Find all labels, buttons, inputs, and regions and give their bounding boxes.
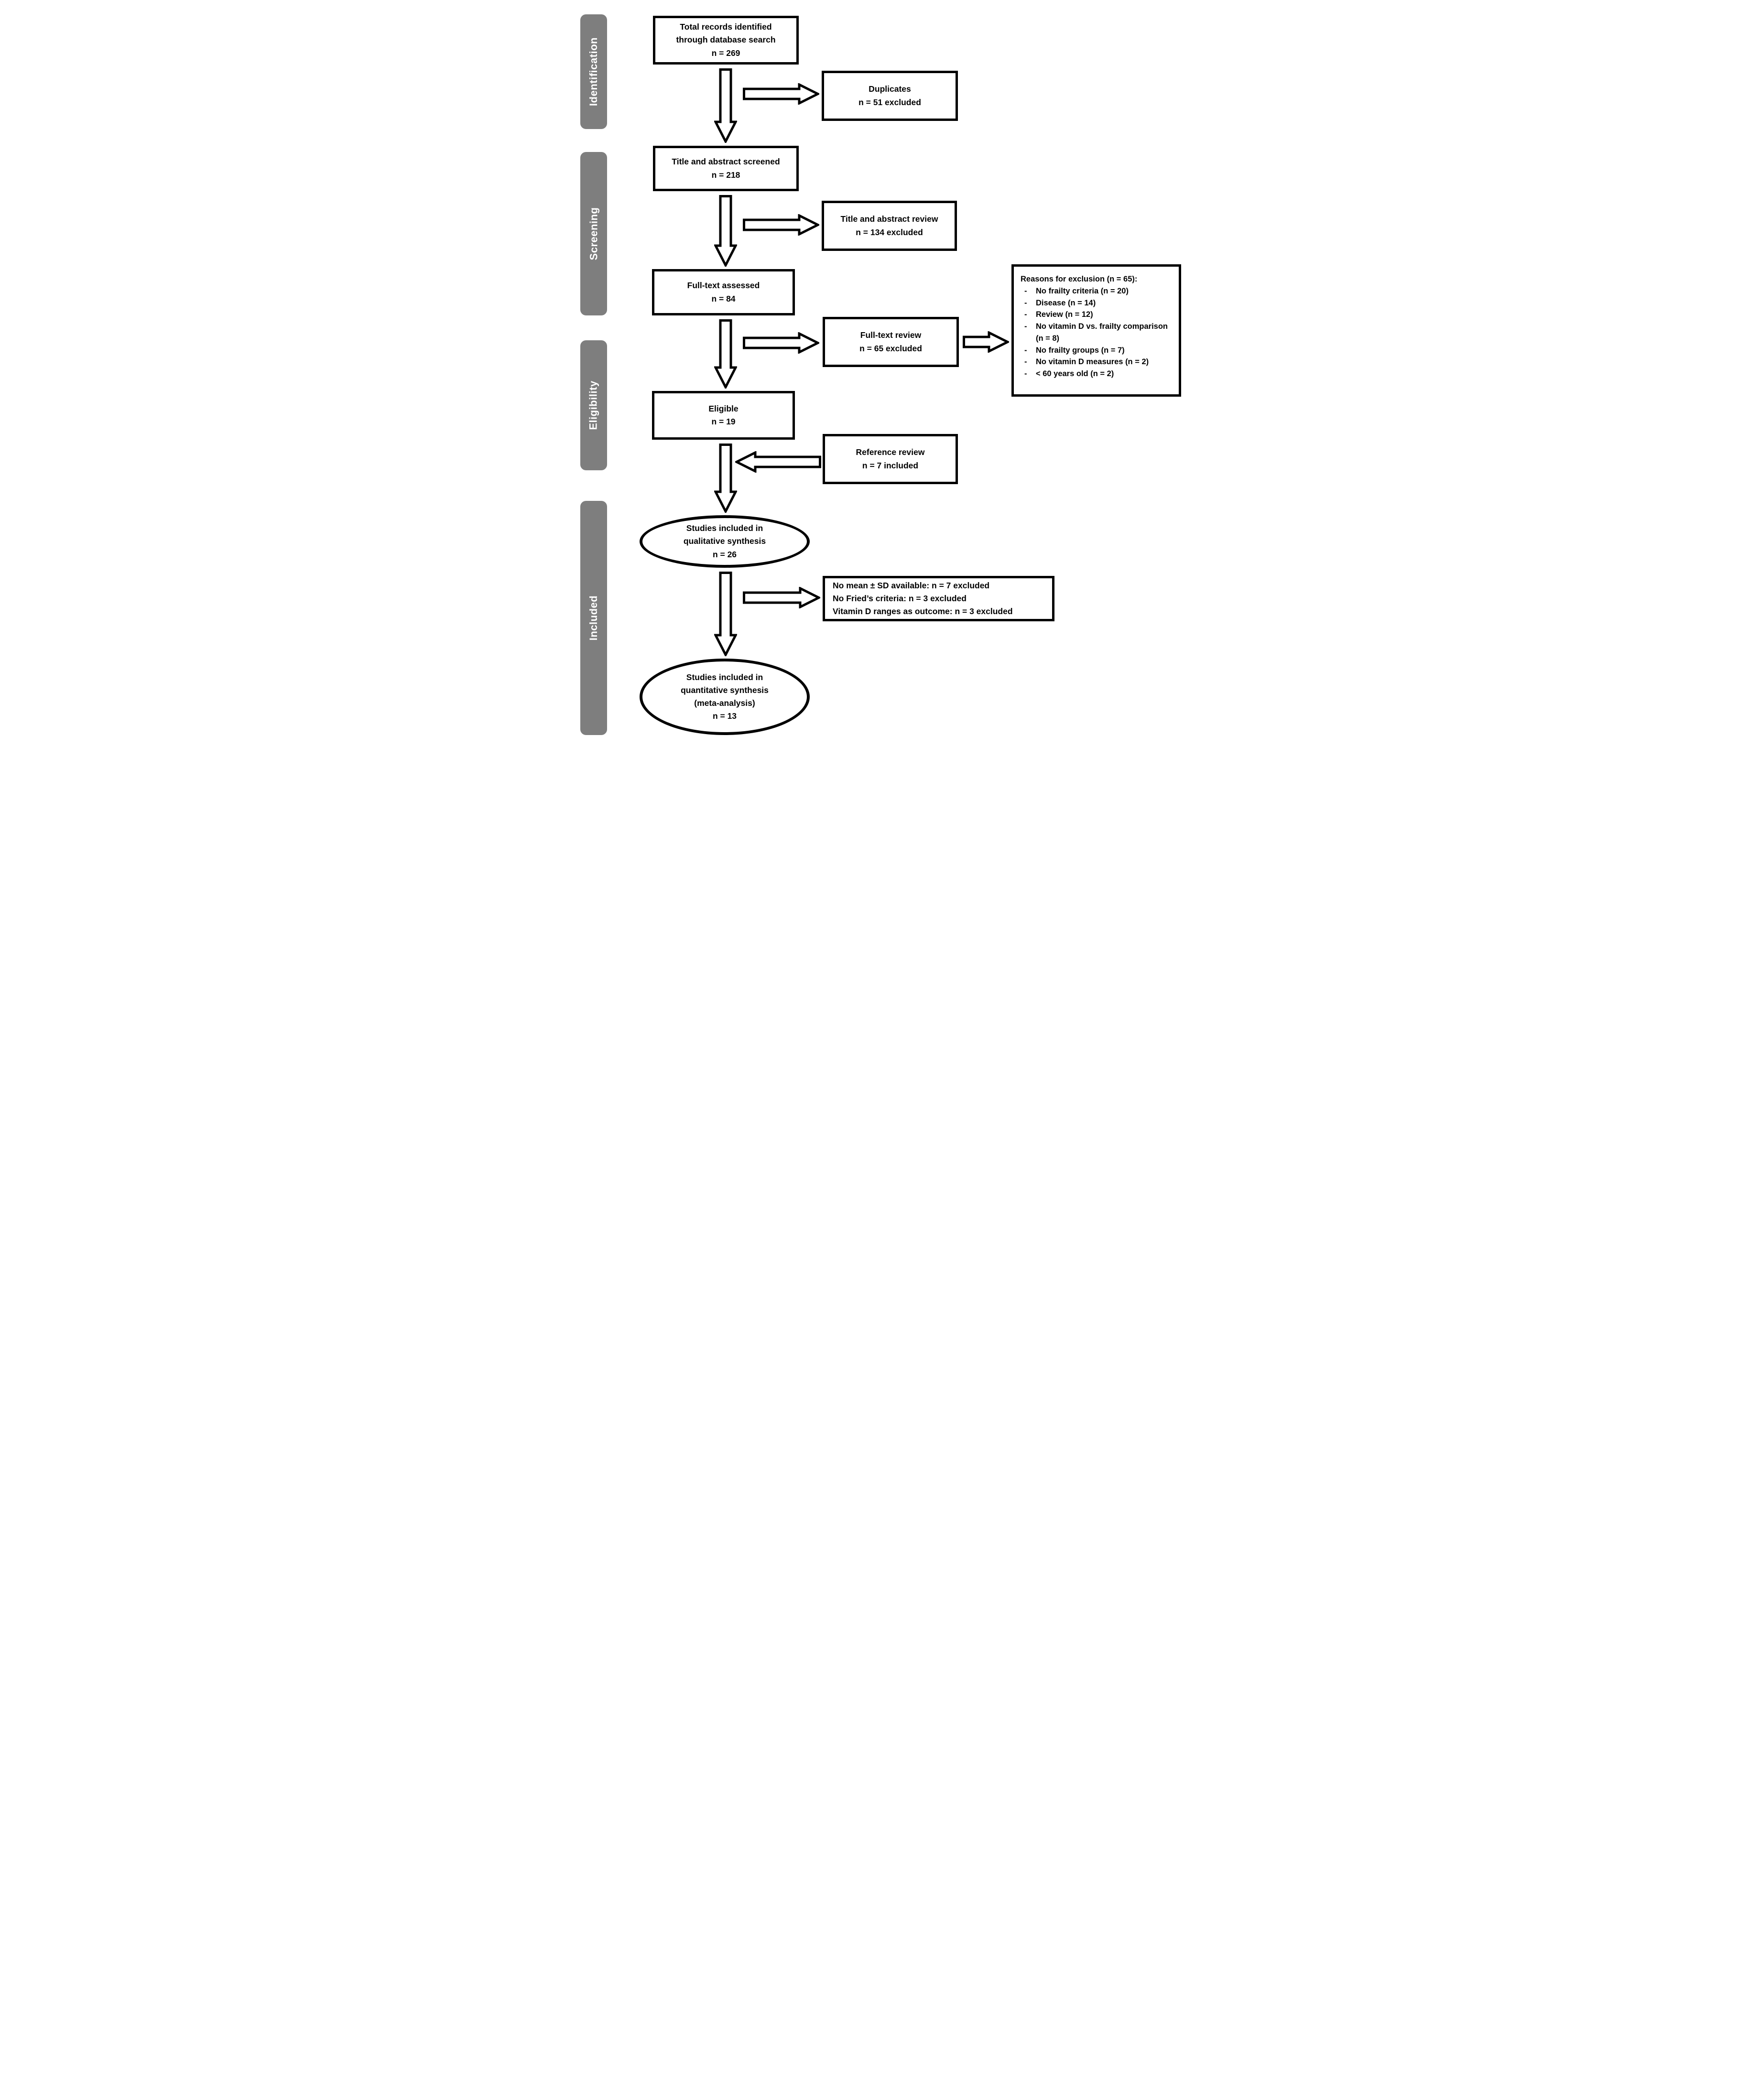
box-fulltext-review: Full-text review n = 65 excluded [823,317,959,367]
arrow-right-to-exclusion-reasons [963,331,1009,353]
list-marker: - [1024,310,1027,319]
ellipse-qualitative-synthesis: Studies included in qualitative synthesi… [640,515,810,568]
list-item-text: No frailty criteria (n = 20) [1036,286,1129,295]
box-line: n = 65 excluded [859,343,922,353]
stage-identification: Identification [580,14,607,129]
box-line: n = 84 [711,293,736,303]
stage-eligibility: Eligibility [580,340,607,470]
list-item: - No vitamin D measures (n = 2) [1021,356,1149,368]
list-marker: - [1024,286,1027,295]
arrow-right-to-fulltext-review [743,332,819,354]
box-line: Vitamin D ranges as outcome: n = 3 exclu… [833,606,1013,617]
stage-label: Screening [587,207,599,260]
box-line: through database search [676,35,776,45]
box-duplicates: Duplicates n = 51 excluded [822,71,958,121]
box-fulltext-assessed: Full-text assessed n = 84 [652,269,795,315]
box-line: Studies included in [686,523,763,533]
arrow-right-to-title-abstract-review [743,214,819,236]
stage-label: Identification [587,37,600,106]
box-title-abstract-review: Title and abstract review n = 134 exclud… [822,201,957,251]
arrow-down-identification-to-screening [714,68,737,143]
arrow-right-to-duplicates [743,83,819,105]
box-line: No Fried’s criteria: n = 3 excluded [833,593,967,603]
box-line: n = 19 [711,417,736,426]
box-line: (meta-analysis) [694,698,755,708]
box-line: n = 51 excluded [858,97,921,107]
exclusion-reasons-title: Reasons for exclusion (n = 65): [1021,275,1138,283]
stage-included: Included [580,501,607,735]
list-item-text: Disease (n = 14) [1036,298,1096,307]
list-item: - No frailty groups (n = 7) [1021,345,1125,357]
list-item-text: Review (n = 12) [1036,310,1093,319]
box-total-records: Total records identified through databas… [653,16,799,65]
list-item: - No frailty criteria (n = 20) [1021,285,1129,297]
list-item-text: No vitamin D vs. frailty comparison (n =… [1036,322,1168,343]
box-eligible: Eligible n = 19 [652,391,795,440]
box-line: Full-text assessed [687,281,760,291]
list-item: - Disease (n = 14) [1021,297,1096,309]
box-line: n = 218 [711,170,740,180]
box-line: Eligible [708,403,739,413]
list-item: - No vitamin D vs. frailty comparison (n… [1021,321,1172,345]
list-item-text: No frailty groups (n = 7) [1036,346,1125,355]
box-line: Title and abstract review [840,214,938,224]
box-line: qualitative synthesis [683,536,766,546]
list-marker: - [1024,346,1027,355]
box-line: No mean ± SD available: n = 7 excluded [833,580,990,590]
stage-screening: Screening [580,152,607,315]
arrow-down-eligible-to-qualitative [714,444,737,513]
arrow-down-screened-to-fulltext [714,195,737,267]
stage-label: Included [587,595,600,641]
arrow-right-to-quantitative-exclusions [743,587,820,608]
list-marker: - [1024,298,1027,307]
box-line: Title and abstract screened [672,157,780,167]
box-reference-review: Reference review n = 7 included [823,434,958,484]
prisma-flow-diagram: Identification Screening Eligibility Inc… [567,0,1193,747]
box-line: Total records identified [680,22,772,32]
box-title-abstract-screened: Title and abstract screened n = 218 [653,146,799,191]
box-exclusion-reasons: Reasons for exclusion (n = 65): - No fra… [1011,264,1181,397]
box-line: n = 13 [712,711,737,721]
box-line: Full-text review [860,330,922,340]
box-line: Reference review [856,447,925,457]
box-line: n = 269 [711,48,740,58]
list-item-text: < 60 years old (n = 2) [1036,369,1114,378]
box-line: Studies included in [686,672,763,682]
box-line: Duplicates [869,84,911,94]
list-item: - < 60 years old (n = 2) [1021,368,1114,380]
arrow-down-fulltext-to-eligible [714,319,737,389]
box-line: n = 26 [712,549,737,559]
ellipse-quantitative-synthesis: Studies included in quantitative synthes… [640,659,810,735]
box-line: quantitative synthesis [681,685,769,695]
list-item-text: No vitamin D measures (n = 2) [1036,357,1149,367]
box-line: n = 134 excluded [856,227,923,237]
arrow-left-from-reference-review [735,451,821,473]
arrow-down-qualitative-to-quantitative [714,572,737,656]
list-marker: - [1024,369,1027,378]
list-marker: - [1024,357,1027,367]
stage-label: Eligibility [587,380,600,430]
box-line: n = 7 included [862,460,919,470]
list-item: - Review (n = 12) [1021,309,1093,321]
box-quantitative-exclusions: No mean ± SD available: n = 7 excluded N… [823,576,1054,621]
list-marker: - [1024,322,1027,331]
